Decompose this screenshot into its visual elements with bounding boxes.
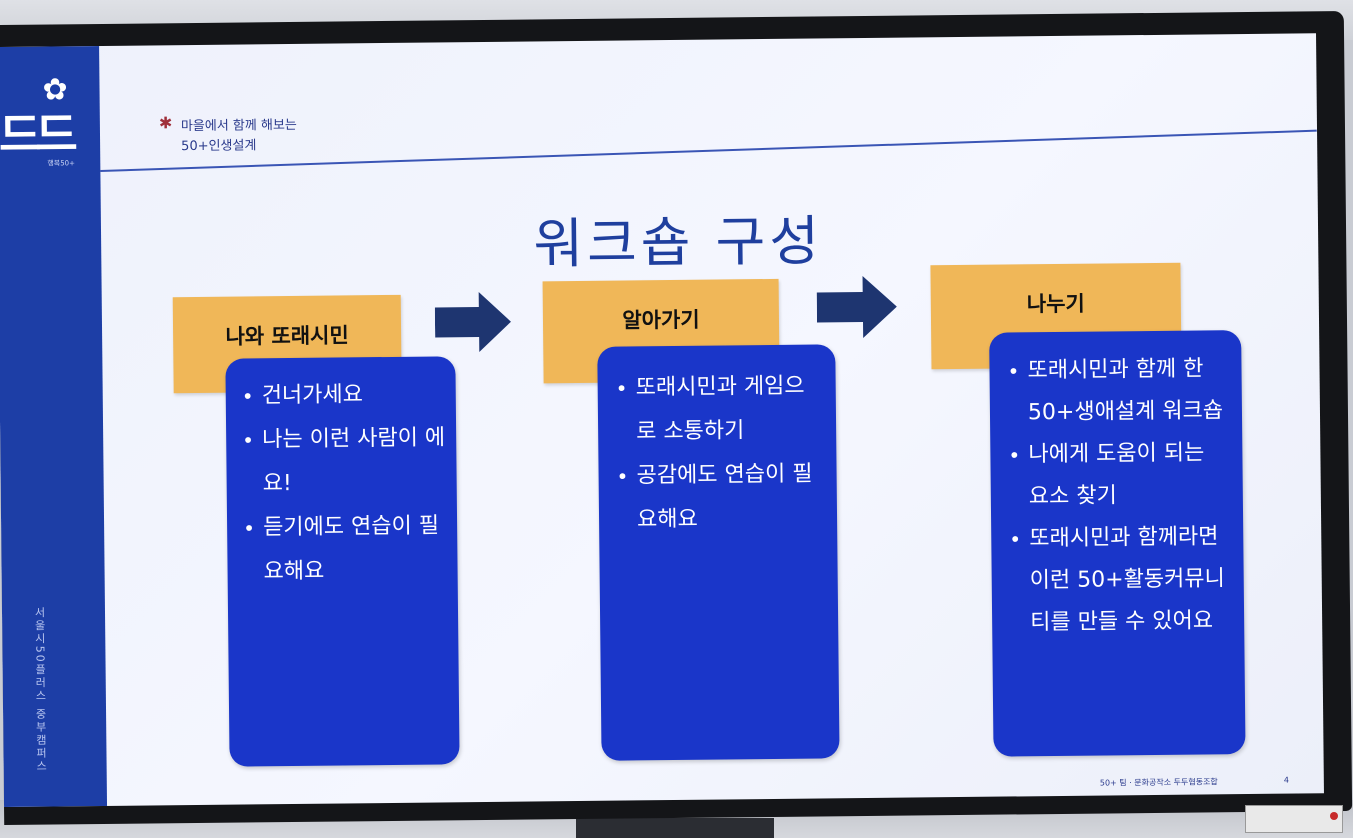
slide: ✿ 드드 행복50+ 서울시50플러스 중부캠퍼스 ✱ 마을에서 함께 해보는 … (0, 33, 1324, 808)
list-item: 또래시민과 게임으로 소통하기 (611, 364, 824, 454)
page-number: 4 (1283, 775, 1289, 785)
list-item: 공감에도 연습이 필요해요 (612, 452, 825, 542)
header-line1: 마을에서 함께 해보는 (180, 117, 297, 135)
list-item: 또래시민과 함께라면 이런 50+활동커뮤니티를 만들 수 있어요 (1005, 516, 1232, 644)
list-item: 듣기에도 연습이 필요해요 (239, 504, 448, 594)
arrow-right-icon (816, 276, 897, 339)
slide-footer: 50+ 팀 · 문화공작소 두두협동조합 (1099, 777, 1218, 788)
flower-icon: ✱ (158, 113, 173, 133)
logo: 드드 (0, 107, 72, 163)
monitor-stand (576, 818, 774, 838)
header-divider (100, 129, 1317, 172)
list-item: 또래시민과 함께 한 50+생애설계 워크숍 (1003, 348, 1230, 434)
list-item: 나에게 도움이 되는 요소 찾기 (1004, 432, 1231, 518)
arrow-right-icon (434, 292, 511, 353)
power-indicator (1330, 812, 1338, 820)
monitor: ✿ 드드 행복50+ 서울시50플러스 중부캠퍼스 ✱ 마을에서 함께 해보는 … (0, 10, 1353, 826)
stage-box-2: 또래시민과 게임으로 소통하기 공감에도 연습이 필요해요 (597, 344, 840, 761)
sidebar-vertical-text: 서울시50플러스 중부캠퍼스 (32, 606, 48, 774)
stage-box-1: 건너가세요 나는 이런 사람이 에요! 듣기에도 연습이 필요해요 (225, 356, 460, 767)
monitor-sticker (1245, 805, 1343, 833)
slide-title: 워크숍 구성 (533, 209, 824, 276)
stage-box-3: 또래시민과 함께 한 50+생애설계 워크숍 나에게 도움이 되는 요소 찾기 … (989, 330, 1246, 757)
header-line2: 50+인생설계 (181, 138, 257, 155)
logo-subtext: 행복50+ (47, 159, 75, 168)
list-item: 건너가세요 (238, 372, 446, 418)
slide-sidebar: ✿ 드드 행복50+ 서울시50플러스 중부캠퍼스 (0, 46, 108, 808)
list-item: 나는 이런 사람이 에요! (238, 416, 447, 506)
